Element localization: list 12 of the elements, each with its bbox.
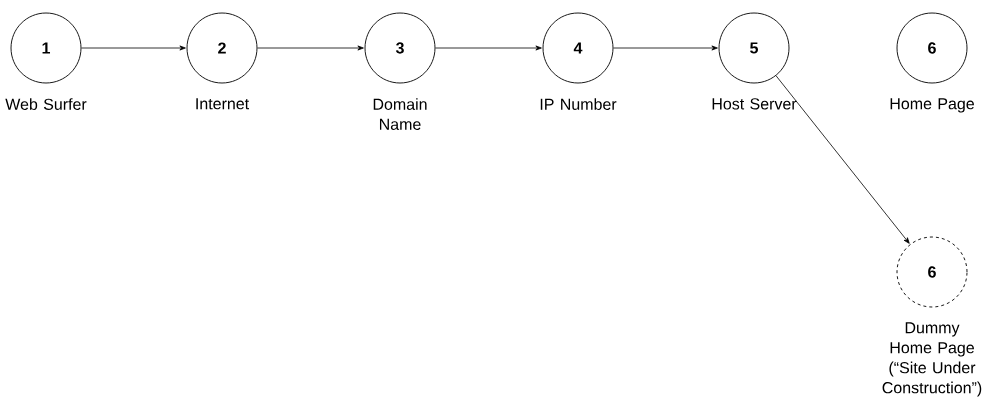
node-caption: Web Surfer <box>5 98 87 110</box>
arrow <box>613 45 718 51</box>
node-caption: Dummy Home Page (“Site Under Construction”) <box>882 322 982 397</box>
arrow <box>775 75 910 244</box>
node-caption: Host Server <box>712 98 797 110</box>
node-caption: IP Number <box>540 98 617 110</box>
arrow <box>435 45 542 51</box>
arrow <box>257 45 364 51</box>
node-caption: Domain Name <box>373 98 427 130</box>
node-caption: Home Page <box>890 98 974 113</box>
arrow <box>81 45 186 51</box>
node-caption: Internet <box>196 98 249 110</box>
